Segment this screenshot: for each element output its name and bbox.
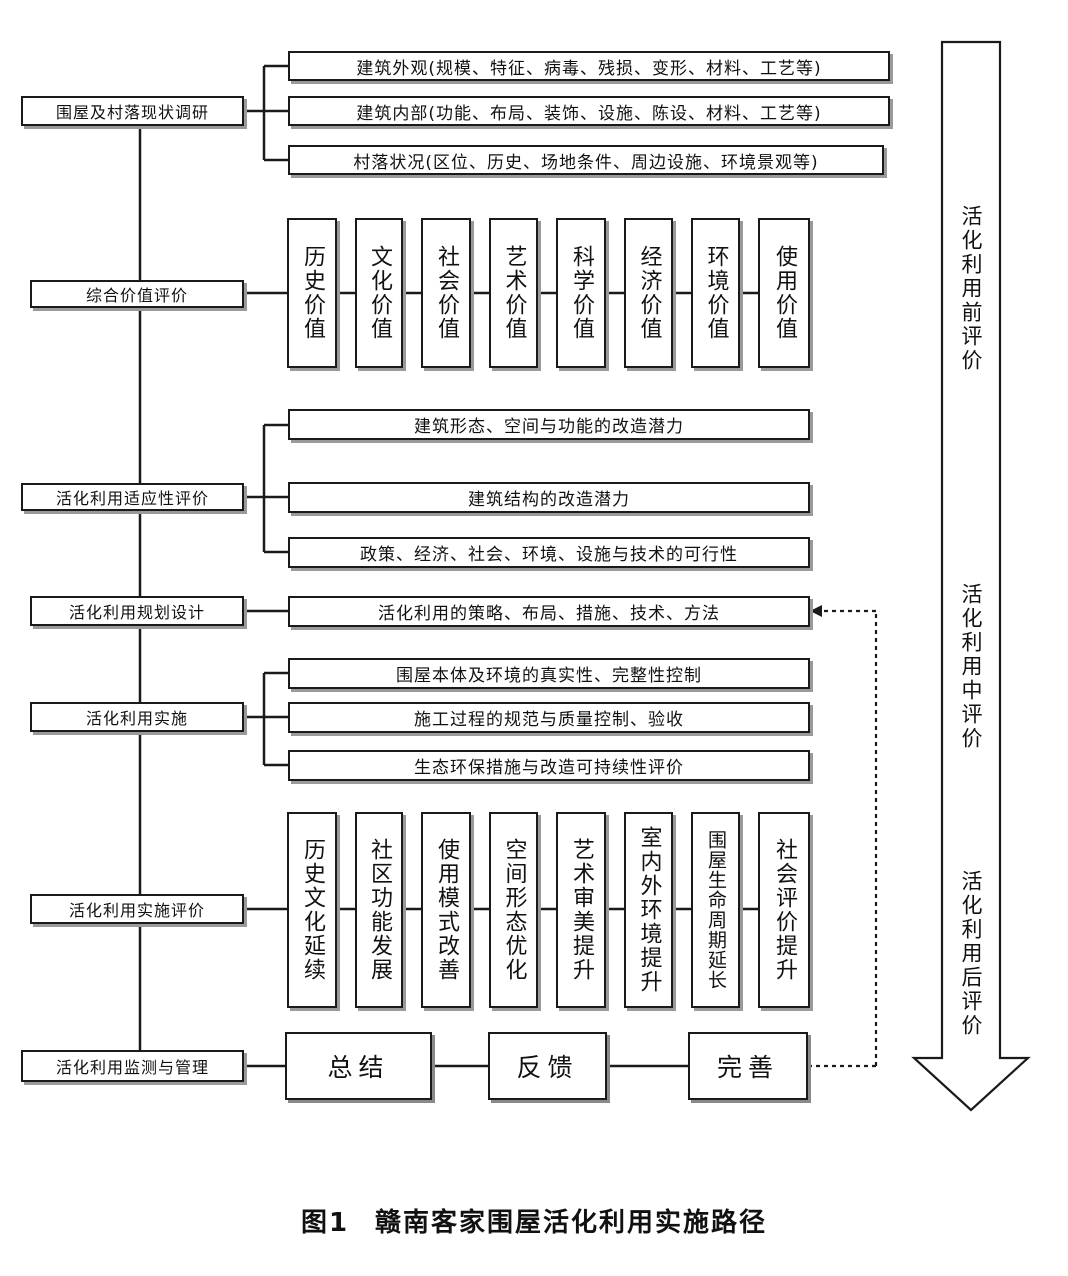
step-implementation: 活化利用实施 xyxy=(30,702,244,732)
value-economy: 经济价值 xyxy=(624,218,673,368)
planning-item: 活化利用的策略、布局、措施、技术、方法 xyxy=(288,596,810,627)
value-environment: 环境价值 xyxy=(691,218,740,368)
phase-mid-evaluation: 活化利用中评价 xyxy=(959,583,983,751)
eval-social: 社会评价提升 xyxy=(758,812,810,1008)
value-society: 社会价值 xyxy=(421,218,471,368)
eval-environment: 室内外环境提升 xyxy=(624,812,673,1008)
step-value-evaluation: 综合价值评价 xyxy=(30,280,244,308)
step-monitoring: 活化利用监测与管理 xyxy=(21,1050,244,1082)
figure-number: 图1 xyxy=(300,1208,350,1238)
value-art: 艺术价值 xyxy=(489,218,538,368)
phase-post-evaluation: 活化利用后评价 xyxy=(959,870,983,1038)
step-survey: 围屋及村落现状调研 xyxy=(21,96,244,126)
implementation-item-ecology: 生态环保措施与改造可持续性评价 xyxy=(288,750,810,781)
figure-caption: 图1 赣南客家围屋活化利用实施路径 xyxy=(0,1202,1068,1239)
survey-item-interior: 建筑内部(功能、布局、装饰、设施、陈设、材料、工艺等) xyxy=(288,96,890,126)
implementation-item-authenticity: 围屋本体及环境的真实性、完整性控制 xyxy=(288,658,810,689)
eval-life-cycle: 围屋生命周期延长 xyxy=(691,812,740,1008)
adaptability-item-form: 建筑形态、空间与功能的改造潜力 xyxy=(288,409,810,440)
eval-spatial-form: 空间形态优化 xyxy=(489,812,538,1008)
eval-aesthetics: 艺术审美提升 xyxy=(556,812,606,1008)
eval-community: 社区功能发展 xyxy=(355,812,403,1008)
improve-box: 完善 xyxy=(688,1032,808,1100)
eval-usage-mode: 使用模式改善 xyxy=(421,812,471,1008)
implementation-path-diagram: 围屋及村落现状调研 综合价值评价 活化利用适应性评价 活化利用规划设计 活化利用… xyxy=(21,40,1031,1112)
value-use: 使用价值 xyxy=(758,218,810,368)
step-planning-design: 活化利用规划设计 xyxy=(30,596,244,626)
step-adaptability: 活化利用适应性评价 xyxy=(21,483,244,511)
adaptability-item-structure: 建筑结构的改造潜力 xyxy=(288,482,810,513)
value-history: 历史价值 xyxy=(287,218,337,368)
value-culture: 文化价值 xyxy=(355,218,403,368)
eval-history-culture: 历史文化延续 xyxy=(287,812,337,1008)
phase-pre-evaluation: 活化利用前评价 xyxy=(959,205,983,373)
figure-title: 赣南客家围屋活化利用实施路径 xyxy=(375,1208,768,1238)
implementation-item-quality: 施工过程的规范与质量控制、验收 xyxy=(288,702,810,733)
survey-item-village: 村落状况(区位、历史、场地条件、周边设施、环境景观等) xyxy=(288,145,884,175)
feedback-box: 反馈 xyxy=(488,1032,607,1100)
connector-lines xyxy=(134,40,1031,1112)
step-implementation-eval: 活化利用实施评价 xyxy=(30,894,244,924)
adaptability-item-feasibility: 政策、经济、社会、环境、设施与技术的可行性 xyxy=(288,537,810,568)
summary-box: 总结 xyxy=(285,1032,432,1100)
value-science: 科学价值 xyxy=(556,218,606,368)
survey-item-exterior: 建筑外观(规模、特征、病毒、残损、变形、材料、工艺等) xyxy=(288,51,890,81)
